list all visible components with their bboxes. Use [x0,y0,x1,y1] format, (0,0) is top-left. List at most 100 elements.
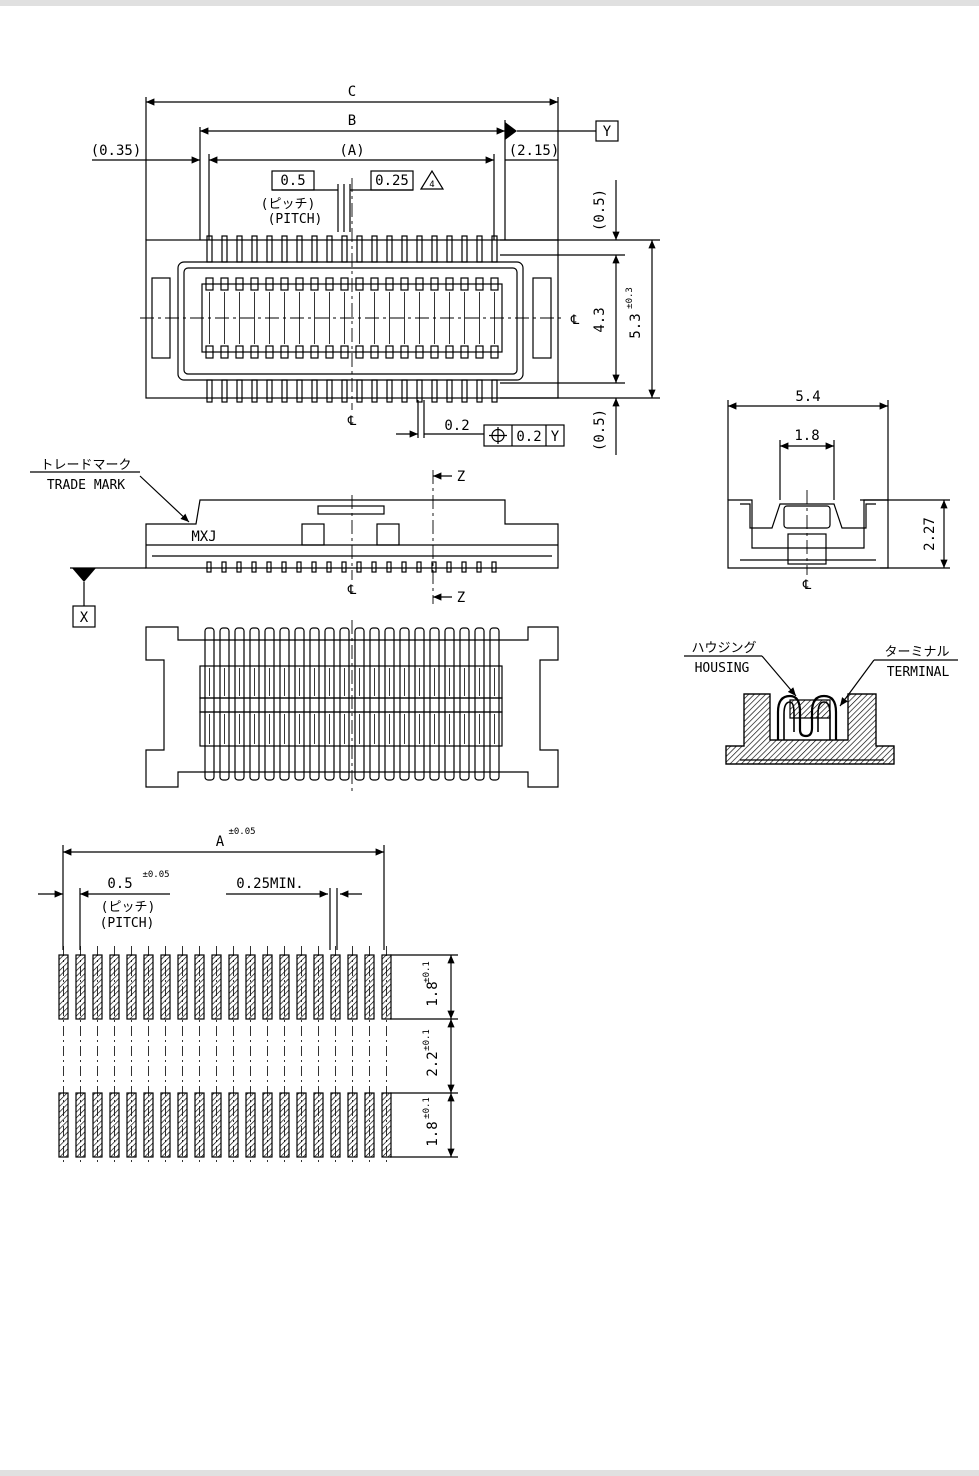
pitch-en-label: (PITCH) [268,212,323,227]
top-pin-lower [432,380,437,402]
front-pin-foot [402,562,406,572]
dim-c-label: C [348,84,356,100]
front-pin-foot [417,562,421,572]
front-pin-foot [312,562,316,572]
bottom-pin [295,628,304,780]
front-pin-foot [492,562,496,572]
marking-label: MXJ [191,529,216,545]
pcb-pad-width-label: 0.25MIN. [236,876,303,892]
trade-mark-en-label: TRADE MARK [47,478,125,493]
front-pin-foot [327,562,331,572]
front-pin-foot [462,562,466,572]
top-pin-lower [267,380,272,402]
bottom-pin [220,628,229,780]
pcb-gap-label: 2.2 [425,1051,441,1076]
front-view-pins [207,562,496,572]
top-pin-lower [237,380,242,402]
front-pin-foot [282,562,286,572]
front-pin-foot [357,562,361,572]
dim-height-inner-label: 4.3 [592,307,608,332]
front-pin-foot [222,562,226,572]
side-inner-label: 1.8 [794,428,819,444]
bottom-pin [400,628,409,780]
centerline-h-label: ℄ [570,313,580,328]
bottom-pin [430,628,439,780]
housing-jp-label: ハウジング [691,641,756,656]
top-pin-lower [207,380,212,402]
bottom-view [146,620,558,795]
bottom-contact-band-upper [200,666,502,698]
front-pin-foot [372,562,376,572]
dim-height-tol-label: ±0.3 [625,287,635,309]
terminal-en-label: TERMINAL [887,665,950,680]
pcb-gap-tol-label: ±0.1 [422,1029,432,1051]
housing-en-label: HOUSING [695,661,750,676]
top-pin-lower [342,380,347,402]
bottom-pin [490,628,499,780]
side-centerline-label: ℄ [802,578,812,593]
pcb-pad-len-top-tol-label: ±0.1 [422,961,432,983]
dim-right-label: (2.15) [509,143,560,159]
bottom-view-pins [200,628,502,780]
front-pin-foot [387,562,391,572]
top-pin-lower [477,380,482,402]
bottom-pin [235,628,244,780]
warning-mark-label: 4 [429,180,434,190]
side-width-label: 5.4 [795,389,820,405]
trade-mark-jp-label: トレードマーク [40,458,131,473]
bottom-pin [250,628,259,780]
centerline-v-label: ℄ [347,414,357,429]
width-box-label: 0.25 [375,173,409,189]
pcb-layout: A ±0.05 0.5 ±0.05 (ピッチ) (PITCH) 0.25MIN.… [38,827,458,1166]
top-pin-lower [402,380,407,402]
gdt-value-label: 0.2 [516,429,541,445]
bottom-pin [325,628,334,780]
pcb-pitch-label: 0.5 [107,876,132,892]
gdt-datum-label: Y [551,429,560,445]
bottom-pin [265,628,274,780]
dim-a-label: (A) [339,143,364,159]
dim-top-gap-label: (0.5) [592,189,608,231]
dim-offset-label: 0.2 [444,418,469,434]
top-pin-lower [222,380,227,402]
front-pin-foot [342,562,346,572]
front-view: トレードマーク TRADE MARK MXJ ℄ Z Z X [30,458,558,627]
bottom-pin [310,628,319,780]
front-pin-foot [267,562,271,572]
front-centerline-label: ℄ [347,583,357,598]
front-pin-foot [237,562,241,572]
top-pin-lower [372,380,377,402]
section-z-top-label: Z [457,469,465,485]
front-pin-foot [252,562,256,572]
bottom-pin [445,628,454,780]
pcb-pad-len-bottom-label: 1.8 [425,1121,441,1146]
bottom-pin [460,628,469,780]
dim-b-label: B [348,113,356,129]
pcb-pads [59,946,391,1166]
top-pin-lower [327,380,332,402]
top-pin-lower [282,380,287,402]
bottom-pin [415,628,424,780]
bottom-pin [385,628,394,780]
top-pin-lower [462,380,467,402]
datum-x-label: X [80,610,89,626]
dim-height-total-label: 5.3 [628,313,644,338]
pitch-jp-label: (ピッチ) [261,197,316,212]
bottom-pin [370,628,379,780]
top-pin-lower [492,380,497,402]
terminal-jp-label: ターミナル [884,645,949,660]
top-pin-lower [357,380,362,402]
top-pin-lower [447,380,452,402]
bottom-pin [340,628,349,780]
pcb-dim-a-label: A [216,834,225,850]
pcb-pitch-tol-label: ±0.05 [142,870,169,880]
bottom-pin [475,628,484,780]
side-view: 5.4 1.8 2.27 ℄ [728,389,950,593]
front-pin-foot [447,562,451,572]
top-pin-lower [297,380,302,402]
dim-left-label: (0.35) [91,143,142,159]
top-pin-lower [387,380,392,402]
datum-y-label: Y [603,124,612,140]
pcb-pitch-jp-label: (ピッチ) [101,900,156,915]
